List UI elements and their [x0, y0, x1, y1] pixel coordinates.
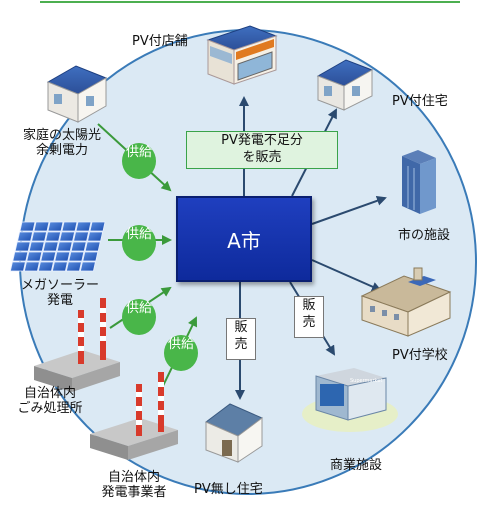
solar-panel-cell — [26, 251, 43, 262]
solar-panel-cell — [31, 231, 48, 242]
solar-panel-cell — [9, 261, 26, 272]
city-facility-label: 市の施設 — [398, 228, 451, 243]
waste-line2: ごみ処理所 — [17, 401, 83, 416]
solar-panel-cell — [45, 231, 62, 242]
power-producer-facility — [90, 372, 178, 460]
supply-badge-label: 供給 — [125, 301, 152, 316]
solar-panel-cell — [37, 261, 54, 272]
solar-panel-cell — [47, 221, 64, 232]
solar-panel-cell — [19, 221, 36, 232]
solar-panel-cell — [14, 241, 31, 252]
solar-panel-cell — [23, 261, 40, 272]
pv-store-label: PV付店舗 — [132, 34, 188, 49]
power-line1: 自治体内 — [107, 470, 160, 485]
pv-house-label: PV付住宅 — [392, 94, 448, 109]
mega-solar-label: メガソーラー 発電 — [18, 278, 102, 308]
sell-char-1: 販 — [302, 298, 316, 313]
solar-panel-cell — [28, 241, 45, 252]
waste-facility — [34, 298, 120, 392]
no-pv-house-label: PV無し住宅 — [194, 482, 263, 497]
arrow-to-city-facility — [311, 195, 387, 225]
pv-school-label: PV付学校 — [392, 348, 448, 363]
city-facility-building — [402, 150, 436, 214]
city-a-label: A市 — [227, 228, 261, 253]
solar-panel-cell — [73, 231, 90, 242]
solar-panel-cell — [42, 241, 59, 252]
sell-char-2: 売 — [302, 315, 316, 330]
home-solar-house — [46, 65, 108, 123]
solar-panel-cell — [89, 221, 106, 232]
solar-panel-cell — [87, 231, 104, 242]
solar-panel-cell — [61, 221, 78, 232]
no-pv-house-building — [205, 403, 263, 463]
city-a-box: A市 — [176, 196, 312, 282]
supply-badge-mega: 供給 — [122, 225, 156, 261]
commercial-building: Supermarket — [302, 368, 398, 432]
solar-panel-cell — [65, 261, 82, 272]
waste-line1: 自治体内 — [23, 386, 76, 401]
solar-panel-cell — [79, 261, 96, 272]
solar-panel-cell — [51, 261, 68, 272]
solar-panel-cell — [68, 251, 85, 262]
solar-panel-cell — [82, 251, 99, 262]
mall-sign: Supermarket — [350, 378, 382, 384]
sell-char-1: 販 — [234, 320, 248, 335]
solar-panel-cell — [40, 251, 57, 262]
pv-shortage-line2: を販売 — [242, 150, 282, 165]
home-solar-line1: 家庭の太陽光 — [22, 128, 101, 143]
mega-solar-line1: メガソーラー — [20, 278, 99, 293]
solar-panel-cell — [56, 241, 73, 252]
mega-solar-line2: 発電 — [46, 293, 73, 308]
sell-char-2: 売 — [234, 337, 248, 352]
sell-box-no-pv-house: 販 売 — [226, 318, 256, 360]
solar-panel-cell — [75, 221, 92, 232]
supply-badge-power: 供給 — [164, 335, 198, 371]
home-solar-line2: 余剰電力 — [35, 143, 88, 158]
supply-badge-label: 供給 — [167, 337, 194, 352]
solar-panel-cell — [84, 241, 101, 252]
solar-panel-cell — [59, 231, 76, 242]
pv-house-building — [316, 59, 374, 111]
supply-badge-waste: 供給 — [122, 299, 156, 335]
solar-panel-cell — [33, 221, 50, 232]
mega-solar-panels — [9, 221, 106, 272]
waste-label: 自治体内 ごみ処理所 — [6, 386, 94, 416]
solar-panel-cell — [12, 251, 29, 262]
pv-shortage-box: PV発電不足分 を販売 — [186, 131, 338, 169]
sell-box-commercial: 販 売 — [294, 296, 324, 338]
supply-badge-label: 供給 — [125, 145, 152, 160]
supply-badge-label: 供給 — [125, 227, 152, 242]
solar-panel-cell — [70, 241, 87, 252]
pv-shortage-line1: PV発電不足分 — [221, 133, 303, 148]
power-line2: 発電事業者 — [101, 485, 167, 500]
arrow-to-school — [311, 259, 382, 292]
supply-badge-home: 供給 — [122, 143, 156, 179]
solar-panel-cell — [54, 251, 71, 262]
solar-panel-cell — [17, 231, 34, 242]
commercial-label: 商業施設 — [330, 458, 383, 473]
power-label: 自治体内 発電事業者 — [84, 470, 184, 500]
pv-store-building — [206, 25, 278, 85]
pv-school-building — [360, 267, 452, 337]
home-solar-label: 家庭の太陽光 余剰電力 — [14, 128, 110, 158]
